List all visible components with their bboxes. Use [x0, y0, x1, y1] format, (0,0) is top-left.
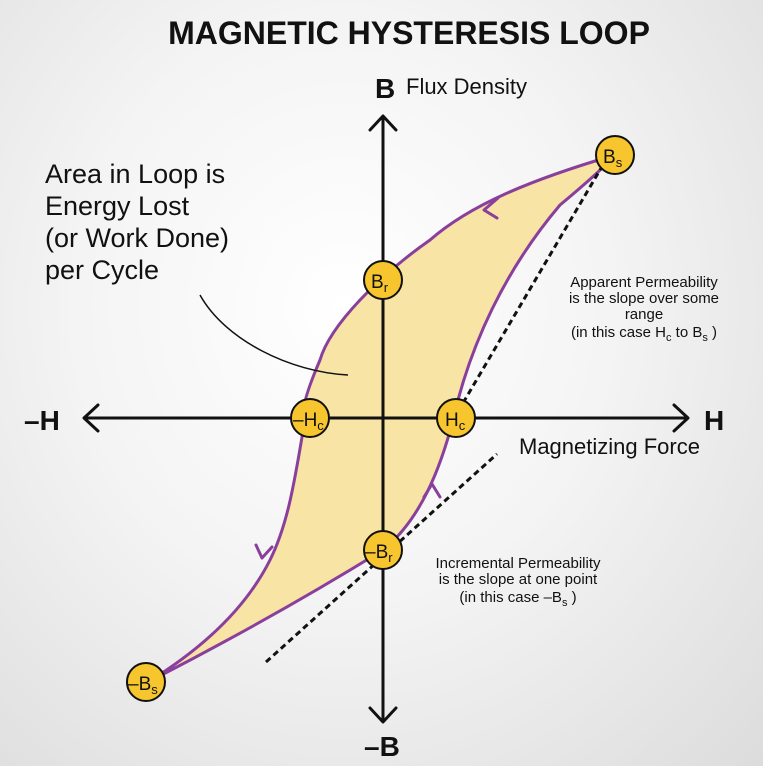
incremental-permeability-note: Incremental Permeability is the slope at… — [435, 555, 601, 609]
loop-direction-arrows — [254, 196, 500, 560]
h-axis-symbol: H — [704, 405, 724, 436]
point-neg-hc: –Hc — [290, 398, 330, 438]
point-br: Br — [363, 260, 403, 300]
point-hc: Hc — [436, 398, 476, 438]
svg-text:–Br: –Br — [365, 542, 393, 565]
h-axis-label: Magnetizing Force — [519, 434, 700, 459]
point-neg-br: –Br — [363, 530, 403, 570]
h-axis-arrow-left — [82, 403, 100, 433]
arrow-upper-left — [482, 196, 500, 220]
svg-text:–Hc: –Hc — [293, 410, 324, 433]
apparent-note-line2: is the slope over some — [569, 290, 719, 307]
incremental-note-line2: is the slope at one point — [439, 571, 598, 588]
area-note-line4: per Cycle — [45, 255, 159, 285]
b-axis-arrow-down — [368, 706, 398, 724]
b-axis-arrow-up — [368, 114, 398, 132]
svg-text:Br: Br — [371, 272, 389, 295]
arrow-lower-left — [254, 543, 274, 560]
neg-b-axis-symbol: –B — [364, 731, 400, 762]
point-neg-bs: –Bs — [126, 662, 166, 702]
b-axis-symbol: B — [375, 73, 395, 104]
area-note-pointer — [199, 294, 349, 376]
area-note-line1: Area in Loop is — [45, 159, 225, 189]
area-note-line2: Energy Lost — [45, 191, 190, 221]
arrow-lower-right — [422, 482, 442, 499]
apparent-permeability-line — [451, 157, 609, 421]
svg-text:Hc: Hc — [445, 410, 466, 433]
svg-text:–Bs: –Bs — [128, 674, 158, 697]
neg-h-axis-symbol: –H — [24, 405, 60, 436]
incremental-note-line3: (in this case –Bs ) — [459, 589, 576, 609]
apparent-note-line3: range — [625, 306, 663, 323]
area-note-line3: (or Work Done) — [45, 223, 229, 253]
point-bs: Bs — [595, 135, 635, 175]
diagram-title: MAGNETIC HYSTERESIS LOOP — [168, 15, 650, 51]
axes — [82, 114, 690, 724]
incremental-note-line1: Incremental Permeability — [435, 555, 601, 572]
area-note: Area in Loop is Energy Lost (or Work Don… — [45, 159, 349, 376]
apparent-note-line4: (in this case Hc to Bs ) — [571, 324, 717, 344]
svg-text:Bs: Bs — [603, 147, 623, 170]
apparent-permeability-note: Apparent Permeability is the slope over … — [569, 274, 719, 344]
apparent-note-line1: Apparent Permeability — [570, 274, 718, 291]
h-axis-arrow-right — [672, 403, 690, 433]
b-axis-label: Flux Density — [406, 74, 527, 99]
